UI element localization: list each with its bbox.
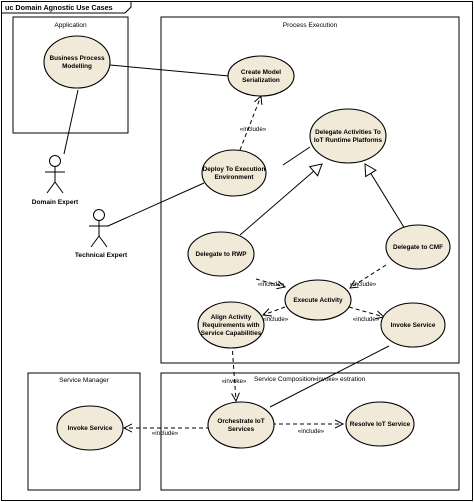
generalization-rwp xyxy=(239,163,323,236)
actor-domain-expert[interactable]: Domain Expert xyxy=(32,155,79,207)
actor-label: Domain Expert xyxy=(32,199,79,206)
use-case-invoke-service-process[interactable]: Invoke Service xyxy=(380,302,446,348)
use-case-ellipse xyxy=(309,108,387,164)
use-case-ellipse xyxy=(284,279,352,321)
stereotype-execute-invoke: «include» xyxy=(353,316,380,323)
assoc-bpm-create-model xyxy=(109,64,230,77)
dep-deploy-create-model xyxy=(239,96,261,151)
use-case-label-line: Delegate Activities To xyxy=(315,129,381,136)
service-manager-label: Service Manager xyxy=(59,377,110,384)
use-case-ellipse xyxy=(345,401,415,447)
use-case-label-line: Create Model xyxy=(241,69,281,76)
service-composition-tail-label: estration xyxy=(340,376,366,383)
application-boundary xyxy=(12,16,129,134)
frame-tab xyxy=(1,1,132,14)
use-case-resolve-iot[interactable]: Resolve IoT Service xyxy=(345,401,415,447)
assoc-deploy-delegate xyxy=(282,146,311,166)
actor-label: Technical Expert xyxy=(75,252,128,259)
dep-execute-invoke xyxy=(348,306,384,317)
use-case-label-line: Services xyxy=(228,426,255,433)
assoc-domain-expert-bpm xyxy=(63,89,79,155)
application-label: Application xyxy=(54,22,87,29)
use-case-orchestrate-iot[interactable]: Orchestrate IoT Services xyxy=(207,401,275,449)
use-case-ellipse xyxy=(187,231,255,277)
use-case-label-line: Business Process xyxy=(49,55,105,62)
use-case-label-line: Requirements with xyxy=(202,322,259,329)
use-case-label-line: Invoke Service xyxy=(68,425,113,432)
dep-align-orchestrate xyxy=(232,343,236,401)
use-case-ellipse xyxy=(227,55,295,97)
stereotype-orchestrate-invoke: «include» xyxy=(152,430,179,437)
use-case-create-model-serialization[interactable]: Create Model Serialization xyxy=(227,55,295,97)
stereotype-orchestrate-resolve: «include» xyxy=(298,428,325,435)
use-case-label-line: Deploy To Execution xyxy=(203,166,266,173)
use-case-label-line: Align Activity xyxy=(211,314,252,321)
stereotype-invoke-orchestrate: «invoke» xyxy=(314,376,339,383)
use-case-label-line: Delegate to CMF xyxy=(393,244,443,251)
use-case-ellipse xyxy=(385,224,451,270)
stereotype-rwp-execute: «include» xyxy=(258,281,285,288)
stereotype-cmf-execute: «include» xyxy=(350,281,377,288)
use-case-align-activity[interactable]: Align Activity Requirements with Service… xyxy=(197,301,265,349)
stereotype-deploy-create: «include» xyxy=(240,126,267,133)
stereotype-align-orchestrate: «invoke» xyxy=(222,378,247,385)
service-composition-label: Service Composition xyxy=(254,376,315,383)
assoc-technical-expert-deploy xyxy=(107,182,205,227)
generalization-cmf xyxy=(364,163,406,230)
use-case-label-line: IoT Runtime Platforms xyxy=(314,137,383,144)
use-case-business-process-modelling[interactable]: Business Process Modelling xyxy=(43,35,111,89)
use-case-label-line: Invoke Service xyxy=(391,322,436,329)
stick-figure-icon xyxy=(45,155,65,194)
service-manager-boundary xyxy=(27,372,141,491)
use-case-execute-activity[interactable]: Execute Activity xyxy=(284,279,352,321)
use-case-label-line: Orchestrate IoT xyxy=(217,418,264,425)
use-case-ellipse xyxy=(380,302,446,348)
use-case-label-line: Modelling xyxy=(62,63,92,70)
use-case-ellipse xyxy=(56,405,124,451)
stick-figure-icon xyxy=(89,209,109,248)
use-case-ellipse xyxy=(197,301,265,349)
use-case-delegate-rwp[interactable]: Delegate to RWP xyxy=(187,231,255,277)
use-case-label-line: Serialization xyxy=(242,77,280,84)
use-case-ellipse xyxy=(43,35,111,89)
process-execution-boundary xyxy=(160,16,460,364)
use-case-delegate-cmf[interactable]: Delegate to CMF xyxy=(385,224,451,270)
stereotype-execute-align: «include» xyxy=(262,316,289,323)
use-case-deploy-execution[interactable]: Deploy To Execution Environment xyxy=(201,149,267,197)
service-composition-boundary xyxy=(160,372,460,491)
use-case-label-line: Delegate to RWP xyxy=(195,251,247,258)
process-execution-label: Process Execution xyxy=(283,22,338,29)
use-case-label-line: Service Capabilities xyxy=(201,330,262,337)
use-case-label-line: Resolve IoT Service xyxy=(350,421,411,428)
frame-title: uc Domain Agnostic Use Cases xyxy=(5,3,113,12)
use-case-label-line: Execute Activity xyxy=(293,297,343,304)
actor-technical-expert[interactable]: Technical Expert xyxy=(75,209,128,260)
assoc-invoke-orchestrate xyxy=(269,345,390,408)
use-case-delegate-activities[interactable]: Delegate Activities To IoT Runtime Platf… xyxy=(309,108,387,164)
use-case-ellipse xyxy=(207,401,275,449)
use-case-label-line: Environment xyxy=(214,174,254,181)
use-case-ellipse xyxy=(201,149,267,197)
dep-execute-align xyxy=(263,306,286,315)
use-case-invoke-service-manager[interactable]: Invoke Service xyxy=(56,405,124,451)
dep-rwp-execute xyxy=(255,278,285,287)
dep-cmf-execute xyxy=(350,264,387,288)
